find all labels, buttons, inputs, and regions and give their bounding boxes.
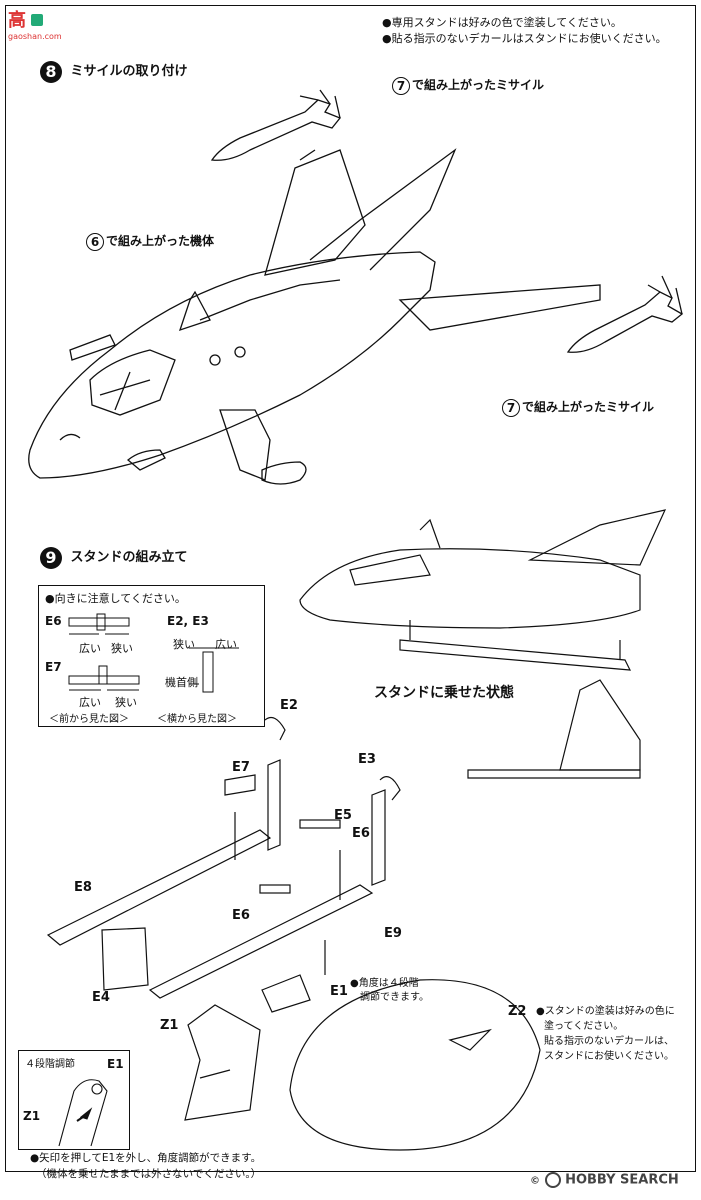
step8-number: 8 [40,60,62,83]
orientation-note-box: ●向きに注意してください。 E6 広い 狭い E2, E3 狭い 広い 機首側 … [38,585,265,727]
page-frame [5,5,696,1172]
part-upright-right [371,789,386,886]
part-z2-slot [448,1028,492,1051]
part-label-e7: E7 [232,760,250,775]
part-e1-drawing [261,974,311,1013]
part-label-z2: Z2 [508,1004,527,1019]
part-e6-drawing [259,884,291,894]
note-e2e3: E2, E3 [167,614,209,628]
part-label-e2: E2 [280,698,298,713]
part-label-e6a: E6 [352,826,370,841]
note-front-view: ＜前から見た図＞ [49,714,129,725]
inset-title: ４段階調節 [25,1059,75,1070]
stand-note-1: ●スタンドの塗装は好みの色に [536,1006,675,1017]
body-num: 6 [86,232,104,251]
note-e7: E7 [45,660,62,674]
missile-top-text: で組み上がったミサイル [412,78,545,92]
part-e8-drawing [46,829,272,946]
part-e4-drawing [101,927,149,991]
inset-drawing [58,1079,108,1147]
part-e9-drawing [148,884,374,999]
missile-right-text: で組み上がったミサイル [522,400,655,414]
inset-e1: E1 [107,1057,124,1071]
missile-top-num: 7 [392,76,410,95]
mounted-label: スタンドに乗せた状態 [374,685,514,701]
part-e2-drawing [264,717,286,741]
bottom-note-2: （機体を乗せたままでは外さないでください。） [36,1168,262,1180]
footer-logo: © HOBBY SEARCH [530,1172,679,1188]
part-label-e6b: E6 [232,908,250,923]
aircraft-wing-upper [264,148,457,276]
missile-right-drawing [566,275,684,353]
top-note-2: ●貼る指示のないデカールはスタンドにお使いください。 [382,32,667,45]
note-e7-narrow: 狭い [115,696,137,709]
stand-note-4: スタンドにお使いください。 [544,1051,674,1062]
footer-copyright: © [530,1175,540,1187]
hobby-search-icon [544,1172,561,1188]
part-e3-drawing [379,776,401,801]
part-upright-left [267,759,281,851]
inset-adjust-box: ４段階調節 E1 Z1 [18,1050,130,1150]
footer-logo-text: HOBBY SEARCH [565,1172,679,1188]
step9-number: 9 [40,546,62,569]
part-z1-drawing [184,1004,261,1121]
part-label-e3: E3 [358,752,376,767]
note-nose-side: 機首側 [165,676,198,689]
note-side-view: ＜横から見た図＞ [157,714,237,725]
note-box-title: ●向きに注意してください。 [45,592,186,605]
note-e6-narrow: 狭い [111,642,133,655]
stand-note-2: 塗ってください。 [544,1021,624,1032]
missile-right-num: 7 [502,398,520,417]
watermark-flag [31,14,44,26]
part-label-e8: E8 [74,880,92,895]
step8-heading: 8 ミサイルの取り付け [40,60,188,83]
part-e5-drawing [299,819,341,829]
watermark-site: gaoshan.com [8,32,62,41]
watermark-logo: 高 gaoshan.com [8,6,68,41]
watermark-char: 高 [8,10,26,31]
bottom-note-1: ●矢印を押してE1を外し、角度調節ができます。 [30,1152,262,1164]
top-note-1: ●専用スタンドは好みの色で塗装してください。 [382,16,622,29]
part-label-e9: E9 [384,926,402,941]
body-text: で組み上がった機体 [106,234,215,248]
angle-note-2: 調節できます。 [360,992,429,1003]
part-z2-base-drawing [289,979,541,1151]
step9-heading: 9 スタンドの組み立て [40,546,188,569]
part-label-z1: Z1 [160,1018,179,1033]
note-e7-wide: 広い [79,696,101,709]
part-label-e1: E1 [330,984,348,999]
part-label-e5: E5 [334,808,352,823]
aircraft-wing-lower [126,409,307,485]
aircraft-fuselage [28,251,436,479]
note-box-drawing [68,613,239,693]
angle-note-1: ●角度は４段階 [350,978,419,989]
note-e6-wide: 広い [79,642,101,655]
part-e7-drawing [224,774,256,796]
step9-title: スタンドの組み立て [70,550,188,565]
inset-z1: Z1 [23,1109,41,1123]
aircraft-wing-right [398,284,601,331]
stand-note-3: 貼る指示のないデカールは、 [544,1036,674,1047]
step8-title: ミサイルの取り付け [70,64,188,79]
note-e6: E6 [45,614,62,628]
part-label-e4: E4 [92,990,110,1005]
missile-top-drawing [210,89,342,161]
